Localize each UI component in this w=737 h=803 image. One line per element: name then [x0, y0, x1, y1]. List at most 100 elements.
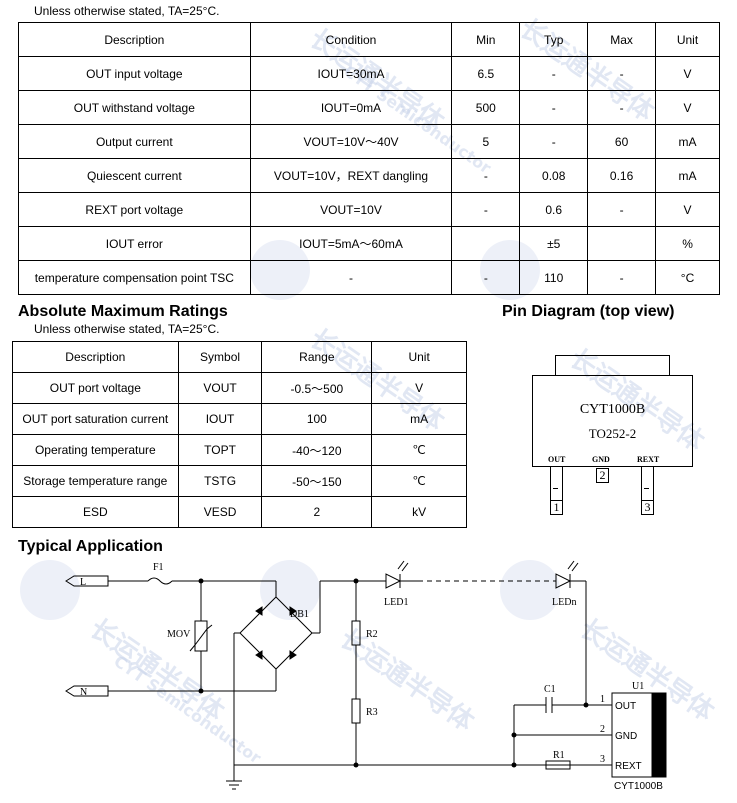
- cell: 6.5: [451, 56, 521, 91]
- amr-table: Description Symbol Range Unit OUT port v…: [12, 341, 467, 528]
- ledn: [555, 573, 572, 589]
- col-header: Description: [12, 341, 179, 373]
- label-u1: U1: [632, 681, 644, 692]
- terminal-l: [65, 575, 109, 587]
- cell: -: [519, 56, 589, 91]
- cell: ±5: [519, 226, 589, 261]
- label-mov: MOV: [167, 629, 191, 640]
- led1: [385, 573, 402, 589]
- cell: -: [519, 90, 589, 125]
- col-header: Min: [451, 22, 521, 57]
- cell: Storage temperature range: [12, 465, 179, 497]
- cell: mA: [655, 124, 720, 159]
- cell: -40～120: [261, 434, 373, 466]
- cell: ℃: [371, 465, 467, 497]
- cell: kV: [371, 496, 467, 528]
- pin-name-out: OUT: [548, 455, 566, 464]
- fuse: [147, 577, 173, 585]
- label-r1: R1: [553, 750, 565, 761]
- pin-title: Pin Diagram (top view): [502, 303, 675, 320]
- package-tab: [555, 355, 670, 376]
- cell: V: [655, 56, 720, 91]
- cell: ℃: [371, 434, 467, 466]
- label-led1: LED1: [384, 597, 408, 608]
- label-db1: DB1: [290, 609, 309, 620]
- cell: V: [655, 192, 720, 227]
- pin-num-2: 2: [596, 468, 609, 483]
- label-pin2: 2: [600, 724, 605, 735]
- cell: mA: [371, 403, 467, 435]
- col-header: Range: [261, 341, 373, 373]
- cell: 60: [587, 124, 657, 159]
- label-r2: R2: [366, 629, 378, 640]
- label-rext: REXT: [615, 761, 642, 772]
- col-header: Description: [18, 22, 251, 57]
- cell: ESD: [12, 496, 179, 528]
- col-header: Typ: [519, 22, 589, 57]
- cell: 2: [261, 496, 373, 528]
- cell: IOUT=0mA: [249, 90, 453, 125]
- cell: REXT port voltage: [18, 192, 251, 227]
- cell: IOUT: [177, 403, 263, 435]
- cell: VOUT=10V～40V: [249, 124, 453, 159]
- cell: °C: [655, 260, 720, 295]
- cell: 110: [519, 260, 589, 295]
- pin-num-1: 1: [550, 500, 563, 515]
- cell: 0.08: [519, 158, 589, 193]
- pin-name-rext: REXT: [637, 455, 660, 464]
- cell: TSTG: [177, 465, 263, 497]
- package-body: [532, 375, 693, 467]
- cell: -50～150: [261, 465, 373, 497]
- application-circuit: L N F1 MOV DB1 R2 R3 LED1 LEDn C1 R1 U1 …: [65, 560, 667, 792]
- amr-title: Absolute Maximum Ratings: [18, 303, 228, 320]
- cell: VOUT: [177, 372, 263, 404]
- label-l: L: [80, 577, 86, 588]
- col-header: Symbol: [177, 341, 263, 373]
- mov: [194, 620, 208, 652]
- label-r3: R3: [366, 707, 378, 718]
- cell: 0.16: [587, 158, 657, 193]
- part-number: CYT1000B: [579, 402, 646, 417]
- cell: Output current: [18, 124, 251, 159]
- label-chip: CYT1000B: [614, 781, 663, 792]
- label-gnd: GND: [615, 731, 637, 742]
- cell: V: [371, 372, 467, 404]
- label-f1: F1: [153, 562, 164, 573]
- cell: mA: [655, 158, 720, 193]
- cell: 5: [451, 124, 521, 159]
- cell: VOUT=10V: [249, 192, 453, 227]
- elec-table: Description Condition Min Typ Max Unit O…: [18, 22, 720, 295]
- cell: 500: [451, 90, 521, 125]
- cell: temperature compensation point TSC: [18, 260, 251, 295]
- cell: V: [655, 90, 720, 125]
- cell: -: [587, 90, 657, 125]
- table-row: temperature compensation point TSC--110-…: [18, 260, 720, 295]
- label-c1: C1: [544, 684, 556, 695]
- cell: 100: [261, 403, 373, 435]
- app-title: Typical Application: [18, 538, 163, 555]
- cell: IOUT=30mA: [249, 56, 453, 91]
- cell: -0.5～500: [261, 372, 373, 404]
- pin-name-gnd: GND: [592, 455, 610, 464]
- cell: [451, 226, 521, 261]
- label-ledn: LEDn: [552, 597, 576, 608]
- label-n: N: [80, 687, 87, 698]
- cell: %: [655, 226, 720, 261]
- cell: OUT input voltage: [18, 56, 251, 91]
- cell: VESD: [177, 496, 263, 528]
- resistor-r3: [351, 698, 361, 724]
- cell: IOUT=5mA～60mA: [249, 226, 453, 261]
- bridge-rectifier: [239, 596, 313, 670]
- cell: OUT port voltage: [12, 372, 179, 404]
- cell: Quiescent current: [18, 158, 251, 193]
- cell: OUT port saturation current: [12, 403, 179, 435]
- cell: -: [451, 192, 521, 227]
- cell: TOPT: [177, 434, 263, 466]
